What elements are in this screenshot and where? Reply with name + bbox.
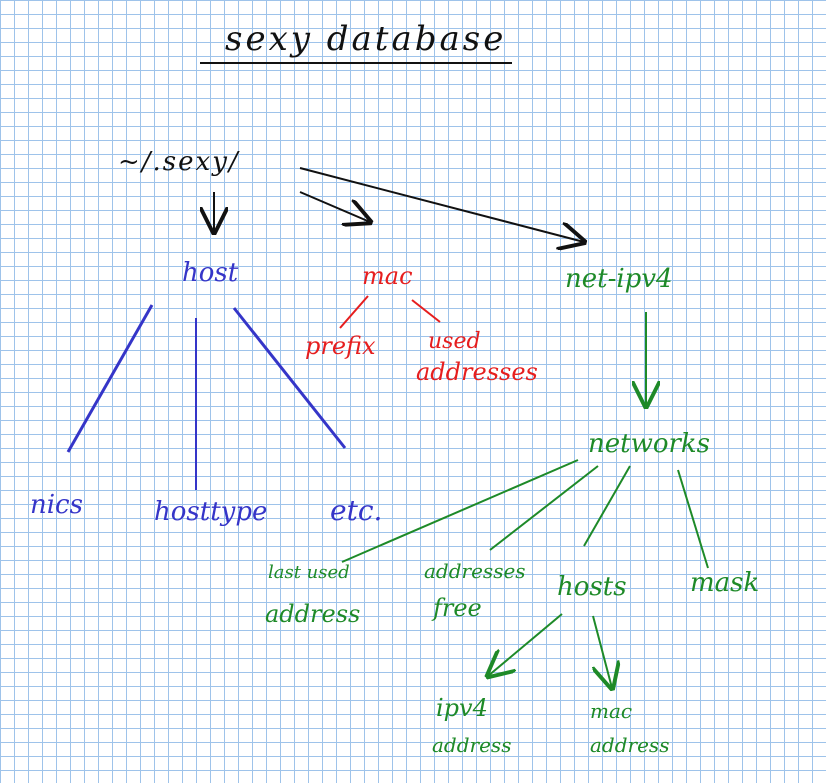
edge-networks-mask [677, 469, 709, 569]
ipv4-label: ipv4 [436, 694, 488, 722]
edge-host-nics [66, 304, 154, 453]
root-path: ~/.sexy/ [118, 147, 240, 177]
mac-address-label: address [590, 733, 669, 757]
addresses-label: addresses [416, 358, 538, 386]
mask-label: mask [690, 568, 759, 598]
hosts-label: hosts [557, 572, 627, 602]
nics-label: nics [30, 490, 83, 520]
mac-label: mac [362, 262, 413, 290]
diagram-title: sexy database [225, 19, 506, 59]
net-ipv4-label: net-ipv4 [565, 264, 673, 294]
addresses-free-top-label: addresses [424, 559, 526, 583]
edge-host-etc [232, 307, 347, 449]
used-label: used [428, 329, 481, 354]
arrow-hosts-to-ipv4 [488, 613, 563, 676]
ipv4-address-label: address [432, 733, 511, 757]
arrow-hosts-to-mac [592, 615, 612, 688]
networks-label: networks [588, 429, 710, 459]
host-label: host [182, 258, 239, 288]
edge-networks-last-used [341, 459, 579, 563]
addresses-free-bottom-label: free [431, 594, 482, 622]
edge-mac-used [411, 299, 441, 323]
edge-mac-prefix [339, 295, 369, 329]
prefix-label: prefix [305, 332, 376, 360]
mac-addr-top-label: mac [590, 699, 632, 723]
edge-networks-addresses-free [489, 465, 599, 551]
hosttype-label: hosttype [154, 497, 267, 527]
arrow-root-to-mac [299, 191, 370, 222]
last-used-address-label: address [265, 600, 360, 628]
last-used-label: last used [268, 562, 350, 583]
etc-label: etc. [330, 494, 382, 527]
edge-networks-hosts [583, 465, 631, 547]
arrow-root-to-net-ipv4 [299, 167, 584, 242]
